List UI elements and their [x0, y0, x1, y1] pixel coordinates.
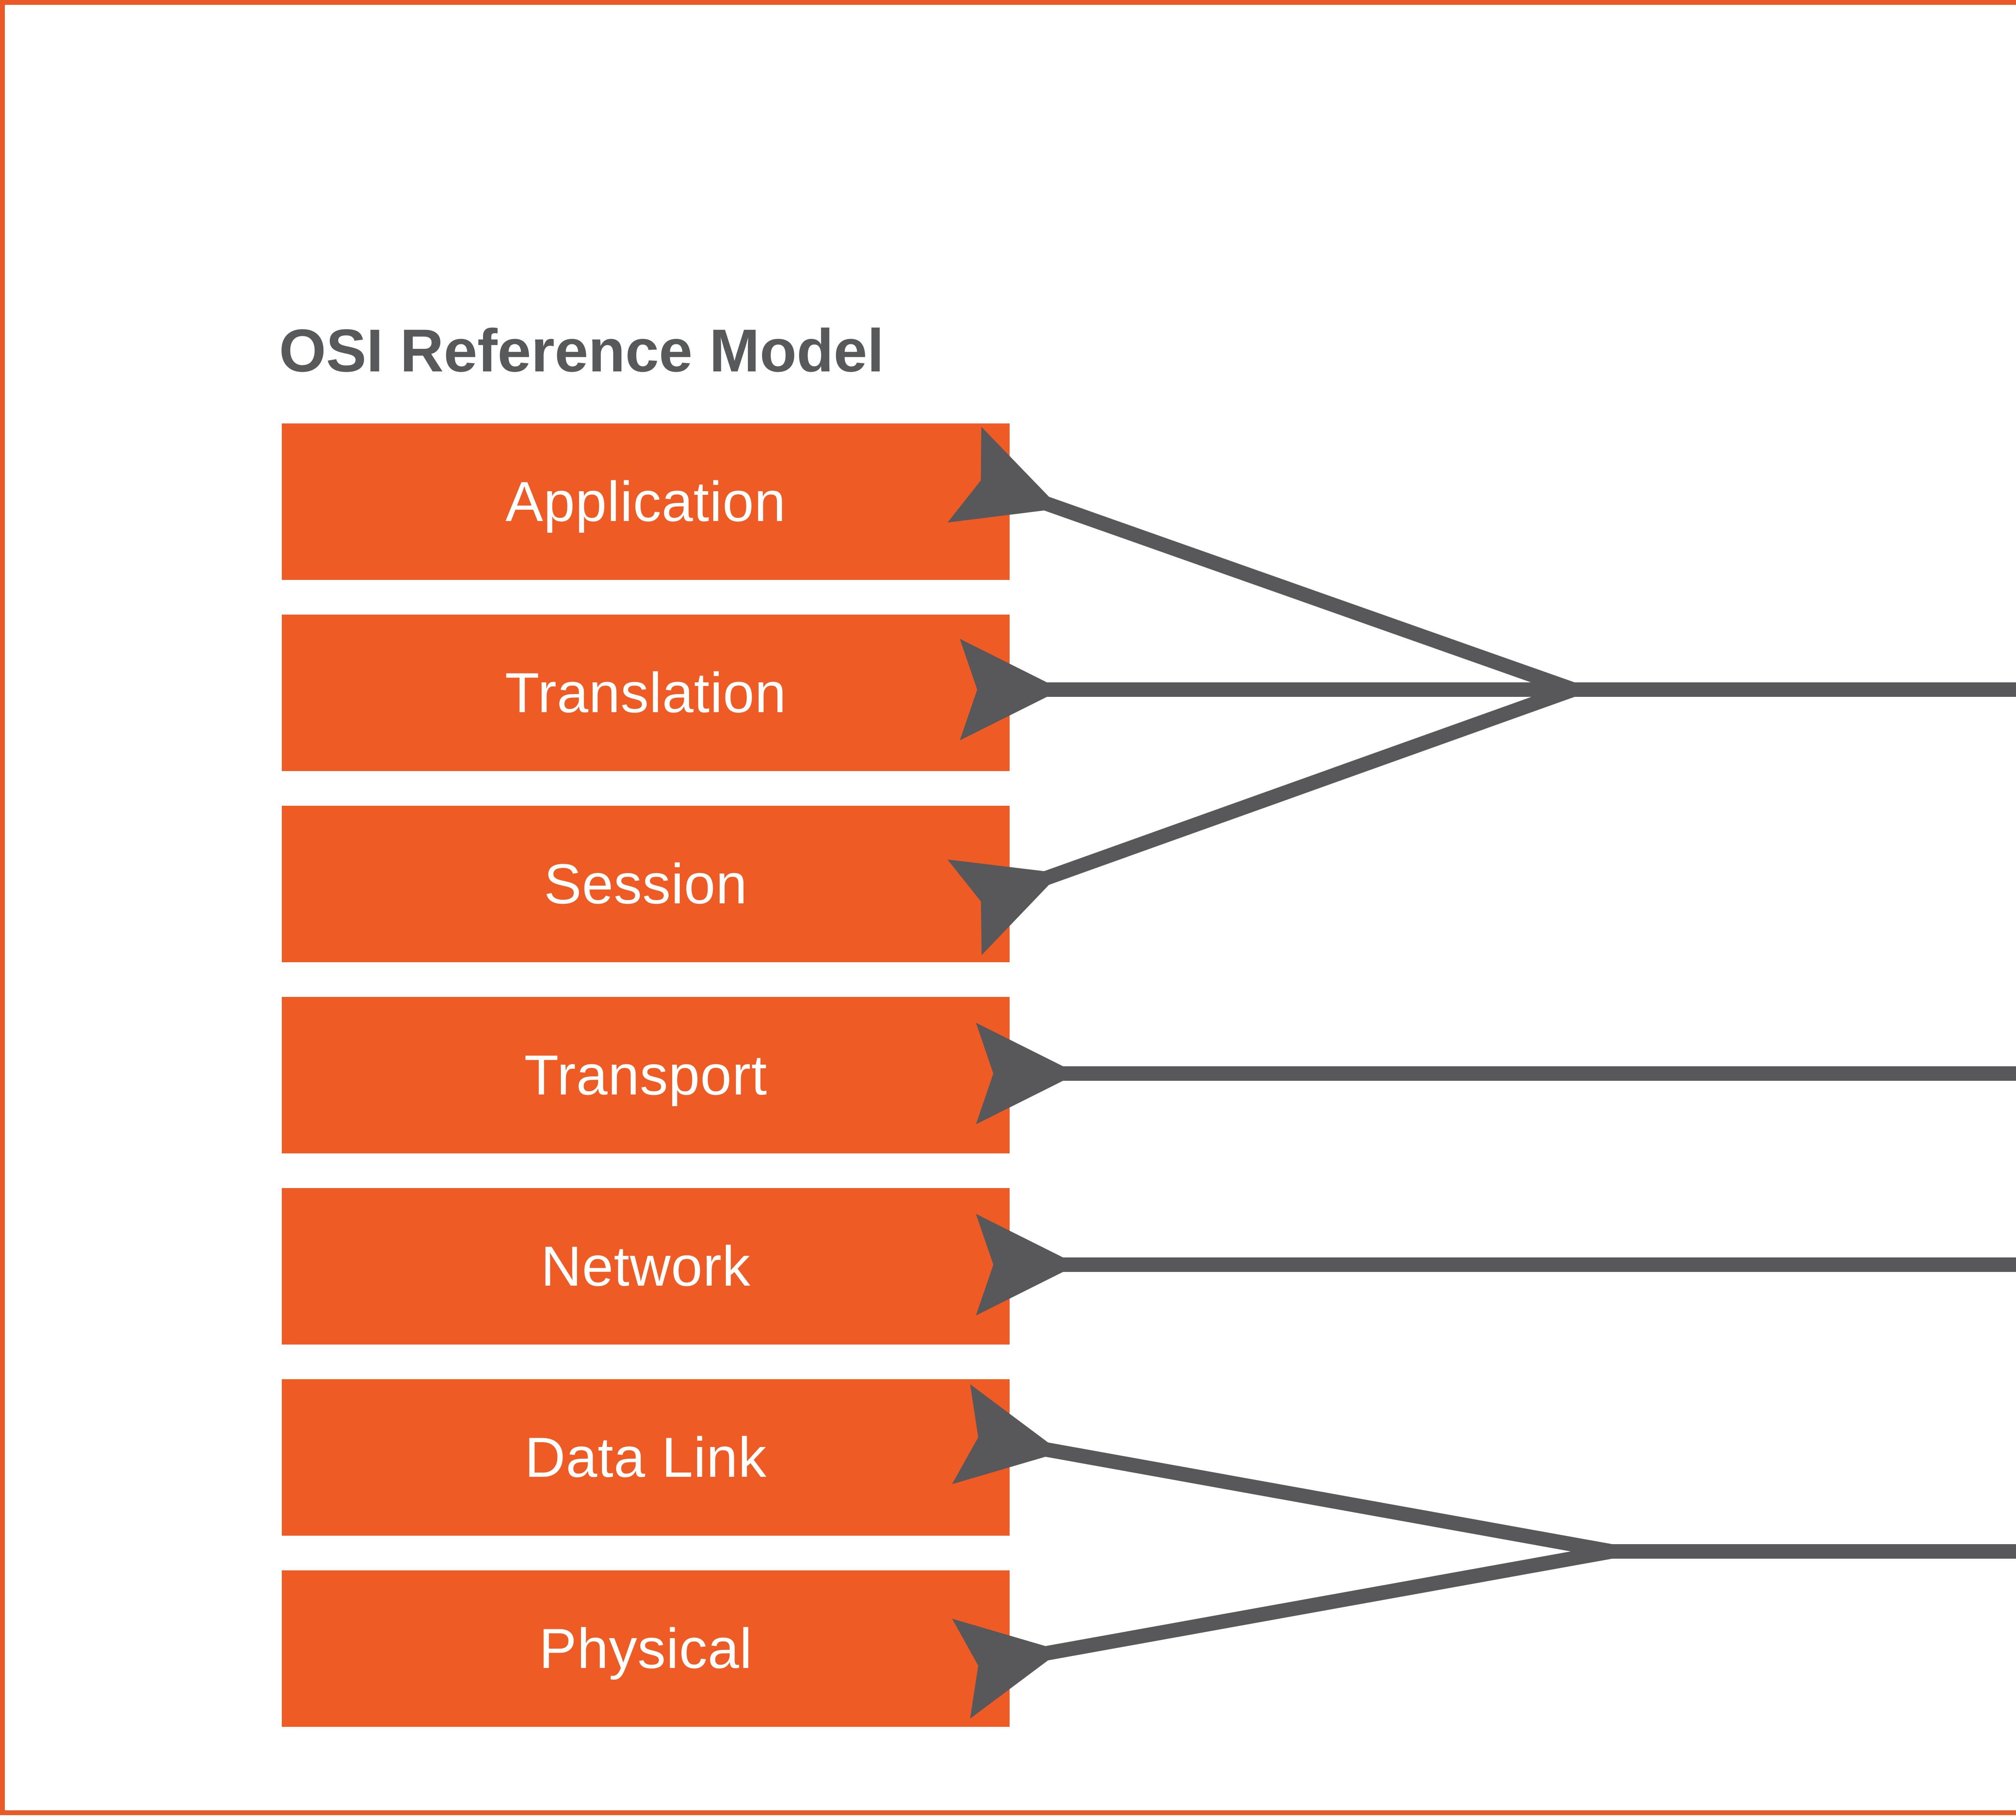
- osi-layer-data-link[interactable]: Data Link: [282, 1379, 1010, 1536]
- arrow-hub-to-osi-data-link: [952, 1384, 1613, 1559]
- osi-layer-physical[interactable]: Physical: [282, 1570, 1010, 1727]
- osi-layer-transport[interactable]: Transport: [282, 997, 1010, 1153]
- osi-layer-network[interactable]: Network: [282, 1188, 1010, 1345]
- arrow-hub-to-osi-application: [947, 427, 1576, 696]
- osi-layer-session[interactable]: Session: [282, 806, 1010, 962]
- osi-layer-application[interactable]: Application: [282, 423, 1010, 580]
- arrow-group-application: [947, 427, 2016, 955]
- osi-column-title: OSI Reference Model: [279, 317, 884, 384]
- osi-layer-translation[interactable]: Translation: [282, 615, 1010, 771]
- arrow-group-link: [952, 1384, 2016, 1719]
- arrow-hub-to-osi-physical: [952, 1544, 1613, 1719]
- arrow-hub-to-osi-session: [947, 683, 1576, 955]
